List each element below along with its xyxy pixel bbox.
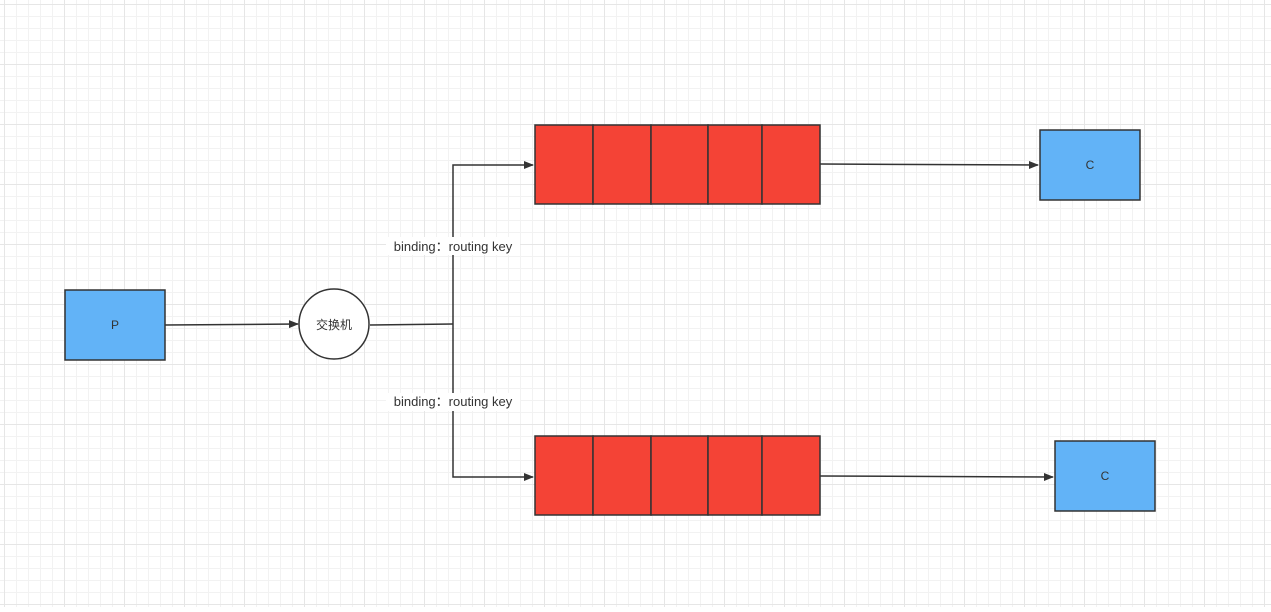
consumer-bottom-box [1054,440,1156,512]
queue-top-slot-3 [650,124,709,205]
binding-label-bottom[interactable]: binding：routing key [386,393,520,411]
queue-top-slot-4 [707,124,763,205]
consumer-top-box [1039,129,1141,201]
queue-bottom-slot-3 [650,435,709,516]
queue-top-to-consumer-arrow[interactable] [819,160,1039,169]
exchange-circle [298,288,370,360]
binding-label-bottom-text: binding：routing key [394,394,513,409]
consumer-bottom-label: C [1101,469,1110,483]
consumer-top-label: C [1086,158,1095,172]
binding-label-top[interactable]: binding：routing key [386,237,520,255]
queue-bottom-slot-5 [761,435,821,516]
exchange-to-junction-line[interactable] [369,323,454,326]
queue-bottom-slot-1 [534,435,594,516]
producer-to-exchange-arrow[interactable] [164,320,299,329]
queue-top-slot-5 [761,124,821,205]
producer-label: P [111,318,119,332]
queue-bottom-slot-2 [592,435,652,516]
consumer-bottom-node[interactable]: C [1054,440,1156,512]
producer-box [64,289,166,361]
binding-label-top-text: binding：routing key [394,239,513,254]
queue-bottom[interactable] [534,435,821,516]
consumer-top-node[interactable]: C [1039,129,1141,201]
queue-bottom-slot-4 [707,435,763,516]
queue-top-slot-2 [592,124,652,205]
queue-bottom-to-consumer-arrow[interactable] [819,472,1054,481]
binding-bottom-arrow[interactable] [452,324,534,481]
exchange-node[interactable]: 交换机 [298,288,370,360]
exchange-label: 交换机 [316,317,352,332]
producer-node[interactable]: P [64,289,166,361]
queue-top-slot-1 [534,124,594,205]
edges [164,160,1054,481]
binding-top-arrow[interactable] [452,161,534,324]
queue-top[interactable] [534,124,821,205]
